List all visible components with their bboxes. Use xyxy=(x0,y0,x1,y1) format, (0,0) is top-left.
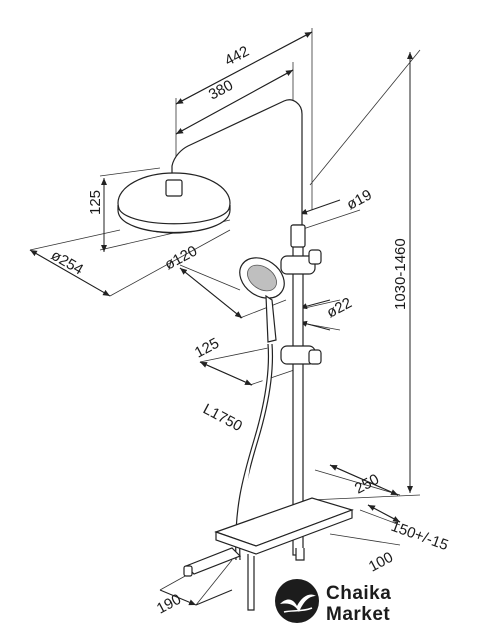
slider-upper-clip xyxy=(308,249,322,265)
handshower-handle xyxy=(265,294,277,343)
handshower-nozzles xyxy=(247,264,277,292)
extension-lines xyxy=(29,28,421,606)
rail-coupling xyxy=(290,224,306,248)
chaika-market-logo: Chaika Market xyxy=(275,579,391,625)
dim-rail-diameter: ø19 xyxy=(344,186,375,213)
logo-line1: Chaika xyxy=(326,583,391,604)
spout xyxy=(184,547,242,575)
dim-hose-length: L1750 xyxy=(200,401,245,436)
dim-spout-offset: 100 xyxy=(366,549,396,576)
slider-upper xyxy=(280,255,316,275)
dim-shelf-depth: 250 xyxy=(352,471,382,498)
rain-head-connector xyxy=(165,179,183,197)
dimension-lines xyxy=(29,31,413,606)
slider-lower-clip xyxy=(308,349,322,365)
logo-line2: Market xyxy=(326,604,390,625)
dim-head-diameter: ø254 xyxy=(48,247,86,279)
shower-parts xyxy=(117,99,354,611)
seagull-logo-icon xyxy=(275,579,319,623)
spout-tip xyxy=(183,565,193,577)
rain-head-rim xyxy=(117,204,231,234)
dim-inlet-spacing: 150+/-15 xyxy=(389,518,451,554)
dim-head-height: 125 xyxy=(87,190,104,215)
dim-holder-diameter: ø22 xyxy=(324,294,355,321)
dim-height-range: 1030-1460 xyxy=(392,238,409,310)
dim-holder-height: 125 xyxy=(192,335,222,362)
dim-spout-length: 190 xyxy=(154,591,184,618)
dim-arm-reach: 380 xyxy=(206,77,236,104)
dim-overall-width: 442 xyxy=(222,43,252,70)
